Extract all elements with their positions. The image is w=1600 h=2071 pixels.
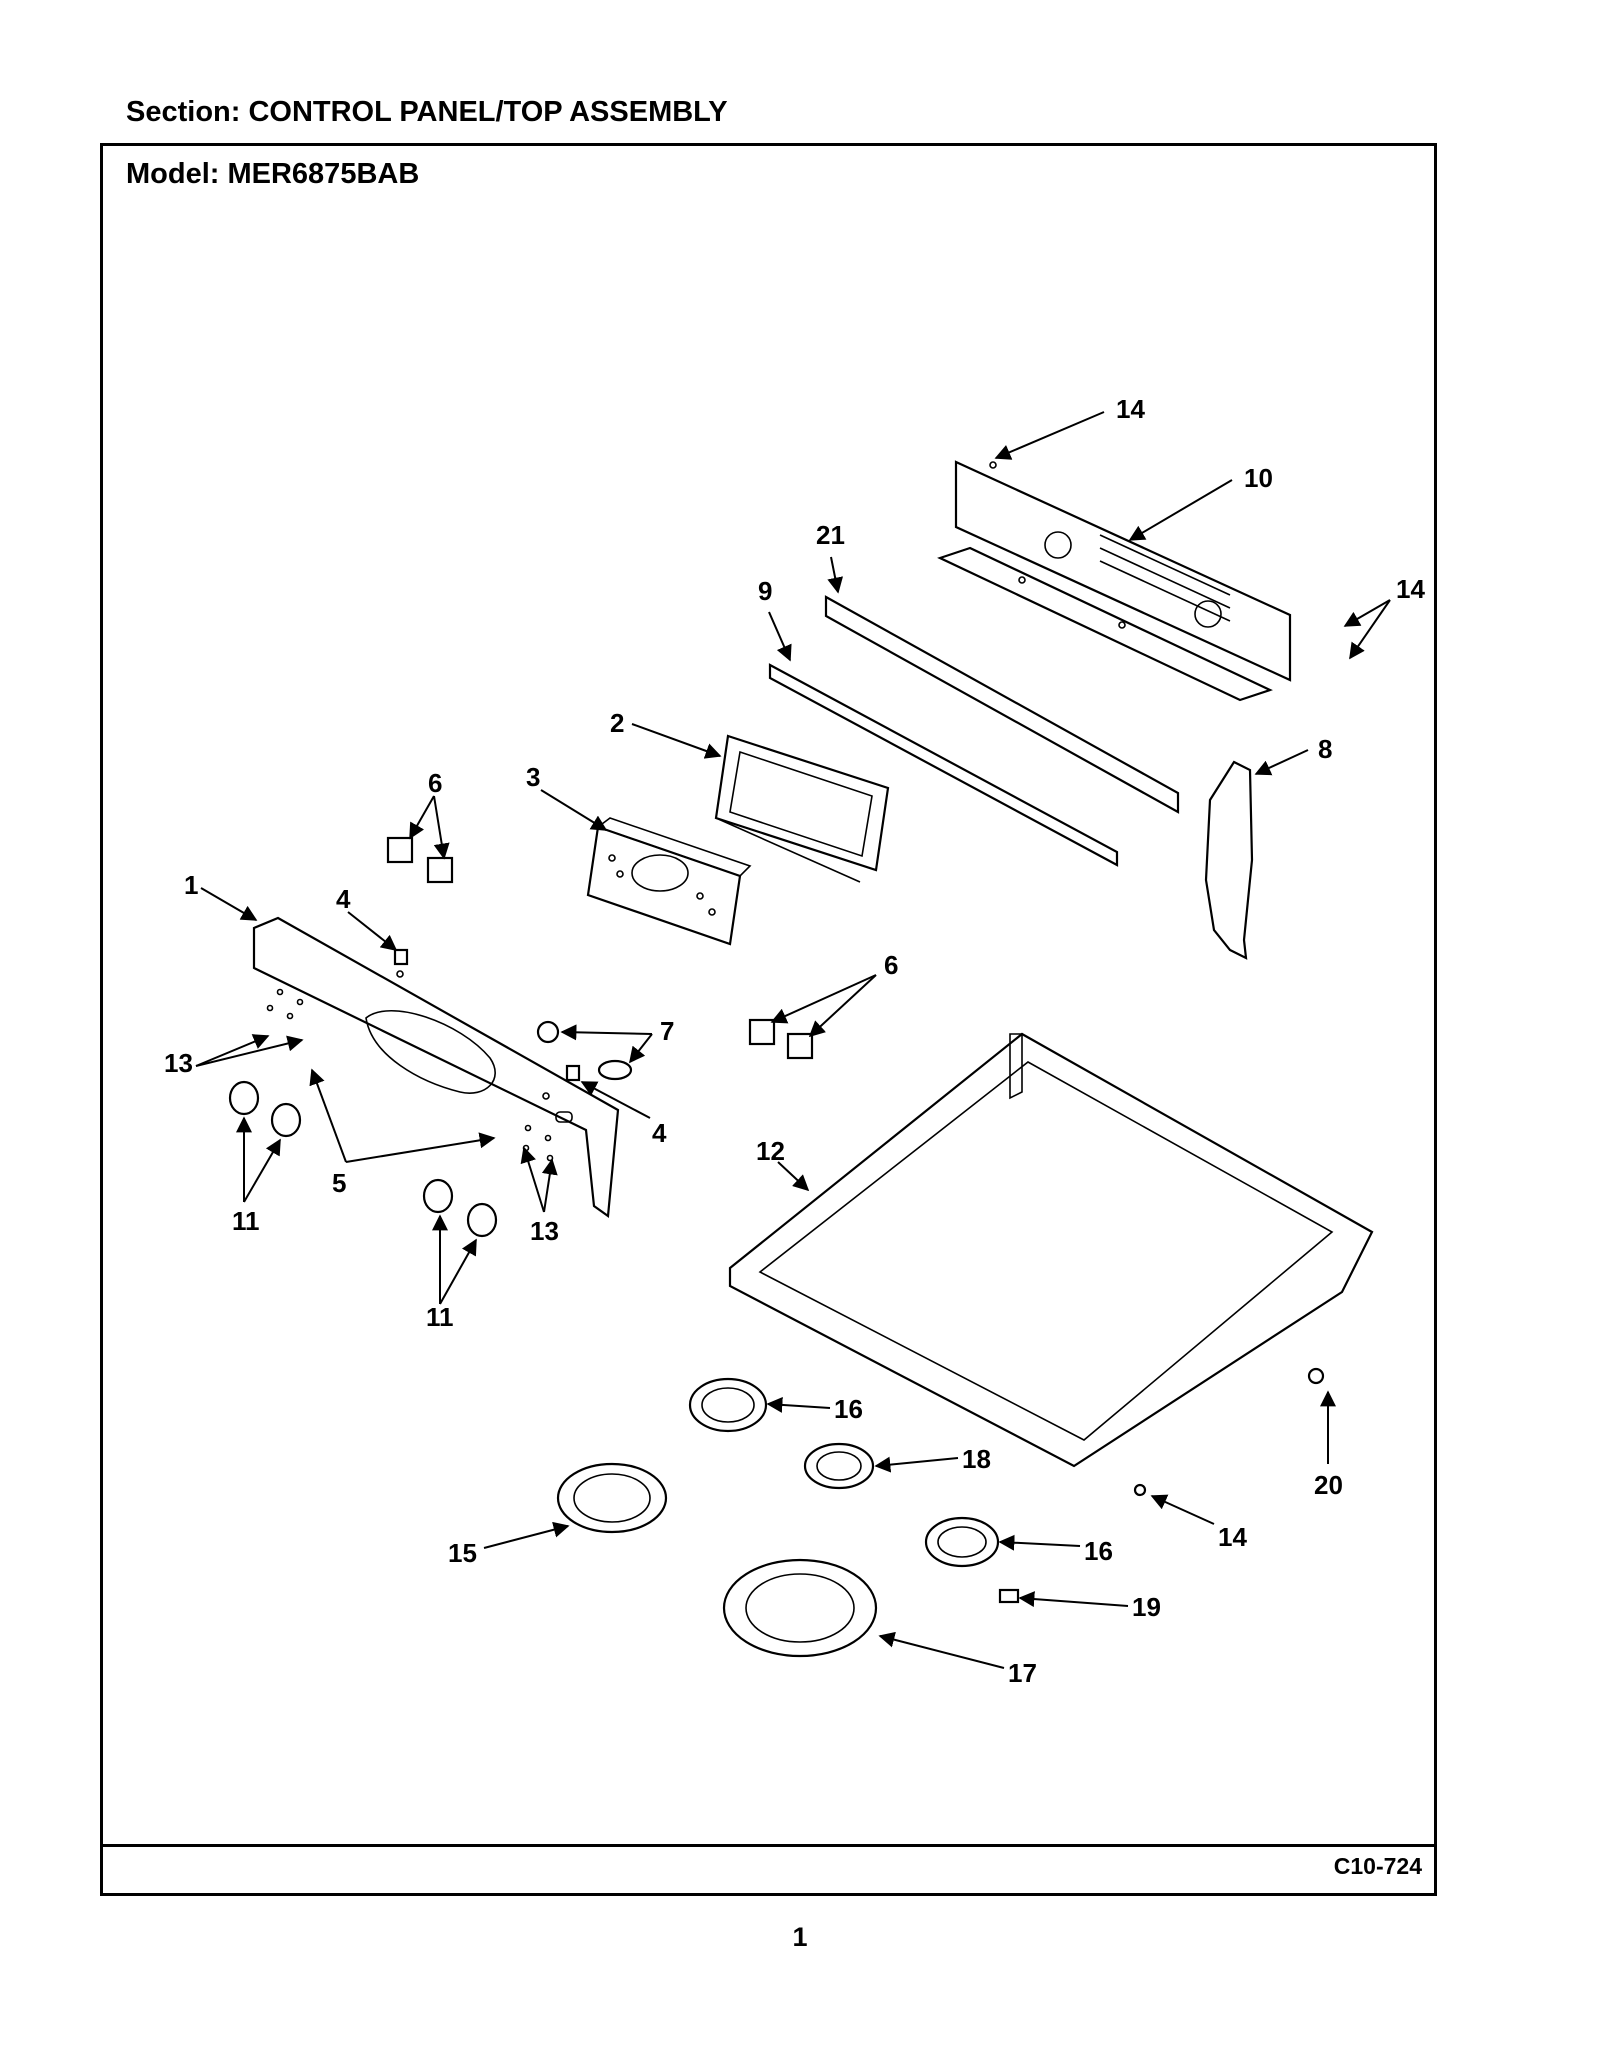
side-bracket-part bbox=[1204, 760, 1254, 960]
callout-9: 9 bbox=[758, 576, 772, 606]
callout-12: 12 bbox=[756, 1136, 785, 1166]
callout-7: 7 bbox=[660, 1016, 674, 1046]
callout-11: 11 bbox=[232, 1206, 260, 1236]
callout-11: 11 bbox=[426, 1302, 454, 1332]
callout-20: 20 bbox=[1314, 1470, 1343, 1500]
callout-16: 16 bbox=[834, 1394, 863, 1424]
callout-13: 13 bbox=[164, 1048, 193, 1078]
callout-6: 6 bbox=[428, 768, 442, 798]
switch-part bbox=[386, 836, 814, 1060]
callout-3: 3 bbox=[526, 762, 540, 792]
callout-19: 19 bbox=[1132, 1592, 1161, 1622]
electronic-control-part bbox=[586, 817, 752, 946]
knob-part bbox=[228, 1080, 498, 1238]
callout-4: 4 bbox=[652, 1118, 667, 1148]
diagram-code: C10-724 bbox=[1333, 1853, 1422, 1879]
callout-2: 2 bbox=[610, 708, 624, 738]
page-number: 1 bbox=[792, 1922, 808, 1952]
cooktop-glass-part bbox=[728, 1032, 1374, 1468]
rear-bracket-part bbox=[937, 460, 1292, 702]
heating-element-part bbox=[556, 1367, 1325, 1658]
control-panel-part bbox=[252, 916, 620, 1219]
callout-13: 13 bbox=[530, 1216, 559, 1246]
callout-6: 6 bbox=[884, 950, 898, 980]
diagram-frame bbox=[100, 143, 1437, 1896]
display-frame-part bbox=[714, 734, 890, 883]
footer-divider bbox=[100, 1844, 1437, 1847]
callout-5: 5 bbox=[332, 1168, 346, 1198]
callout-17: 17 bbox=[1008, 1658, 1037, 1688]
small-component-part bbox=[393, 948, 633, 1082]
callout-8: 8 bbox=[1318, 734, 1332, 764]
callout-14: 14 bbox=[1116, 394, 1145, 424]
model-title: Model: MER6875BAB bbox=[126, 158, 420, 190]
callout-16: 16 bbox=[1084, 1536, 1113, 1566]
callout-4: 4 bbox=[336, 884, 351, 914]
section-title: Section: CONTROL PANEL/TOP ASSEMBLY bbox=[126, 96, 728, 128]
trim-strip-part bbox=[768, 595, 1180, 867]
callout-10: 10 bbox=[1244, 463, 1273, 493]
callout-15: 15 bbox=[448, 1538, 477, 1568]
callout-1: 1 bbox=[184, 870, 198, 900]
callout-21: 21 bbox=[816, 520, 845, 550]
callout-14: 14 bbox=[1218, 1522, 1247, 1552]
leader-lines bbox=[195, 411, 1391, 1669]
callout-18: 18 bbox=[962, 1444, 991, 1474]
callout-14: 14 bbox=[1396, 574, 1425, 604]
